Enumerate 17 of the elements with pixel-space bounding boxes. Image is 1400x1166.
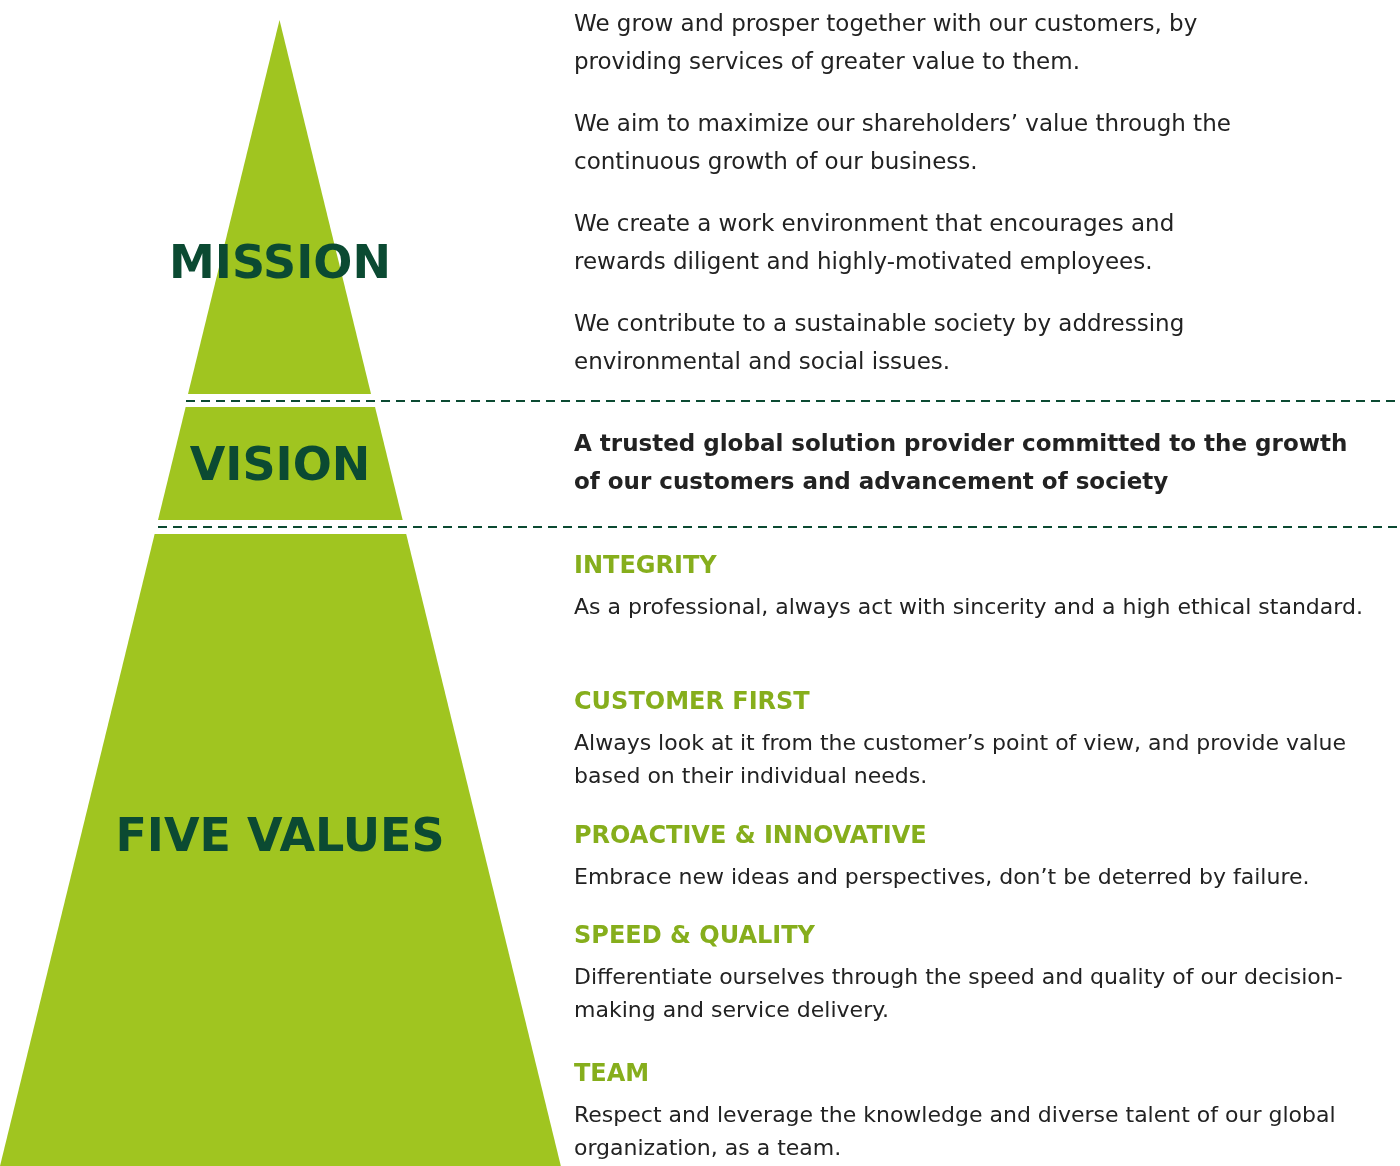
value-heading: TEAM	[574, 1058, 651, 1089]
mission-statement: We create a work environment that encourages and rewards diligent and highly-motivated employees.	[574, 209, 1176, 276]
mission-statement: We aim to maximize our shareholders’ value through the continuous growth of our business.	[574, 109, 1232, 176]
vision-statement: A trusted global solution provider committed to the growth of our customers and advancement of society	[574, 429, 1349, 496]
value-heading: CUSTOMER FIRST	[574, 686, 811, 717]
mission-statement: We contribute to a sustainable society by addressing environmental and social issues.	[574, 309, 1186, 376]
value-heading: INTEGRITY	[574, 550, 718, 581]
value-description: Always look at it from the customer’s point of view, and provide value based on their individual needs.	[574, 729, 1348, 790]
value-description: Respect and leverage the knowledge and diverse talent of our global organization, as a team.	[574, 1101, 1337, 1162]
value-description: Embrace new ideas and perspectives, don’t be deterred by failure.	[574, 863, 1311, 891]
value-description: As a professional, always act with sincerity and a high ethical standard.	[574, 593, 1364, 621]
value-heading: SPEED & QUALITY	[574, 920, 816, 951]
pyramid-label: VISION	[189, 436, 371, 491]
mission-statement: We grow and prosper together with our customers, by providing services of greater value to them.	[574, 9, 1199, 76]
value-description: Differentiate ourselves through the speed and quality of our decision-making and service delivery.	[574, 963, 1344, 1024]
pyramid-label: FIVE VALUES	[115, 808, 445, 862]
value-heading: PROACTIVE & INNOVATIVE	[574, 820, 928, 851]
